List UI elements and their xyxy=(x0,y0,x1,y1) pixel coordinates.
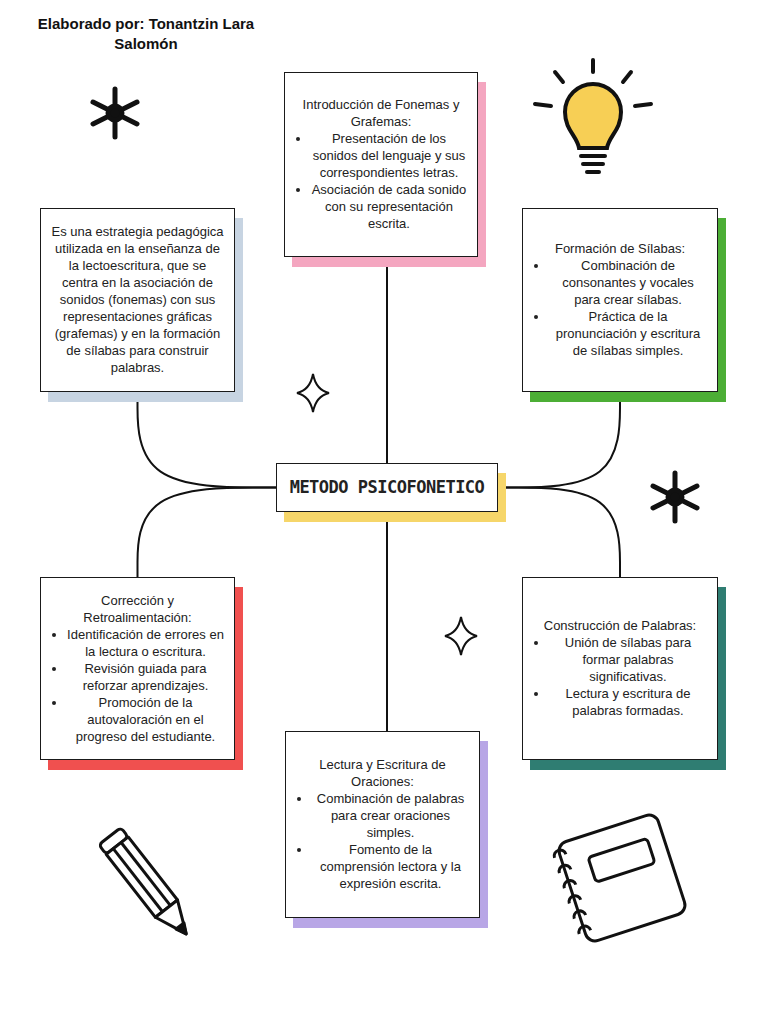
sparkle-icon xyxy=(445,617,477,655)
topic-box: Formación de Sílabas:Combinación de cons… xyxy=(522,208,718,392)
bullet-item: Fomento de la comprensión lectora y la e… xyxy=(312,841,469,892)
author-credit: Elaborado por: Tonantzin Lara Salomón xyxy=(12,14,280,54)
bullet-list: Unión de sílabas para formar palabras si… xyxy=(533,634,707,719)
definition-box: Es una estrategia pedagógica utilizada e… xyxy=(40,208,235,392)
box-heading: Lectura y Escritura de Oraciones: xyxy=(296,756,469,790)
box-text: Es una estrategia pedagógica utilizada e… xyxy=(51,223,224,376)
lightbulb-icon xyxy=(535,60,651,172)
topic-box: Lectura y Escritura de Oraciones:Combina… xyxy=(285,731,480,918)
branch-connector xyxy=(386,512,388,731)
bullet-list: Presentación de los sonidos del lenguaje… xyxy=(295,130,467,232)
asterisk-icon xyxy=(653,473,697,521)
branch-connector xyxy=(498,392,620,488)
box-heading: Construcción de Palabras: xyxy=(533,617,707,634)
box-heading: Introducción de Fonemas y Grafemas: xyxy=(295,96,467,130)
bullet-item: Combinación de consonantes y vocales par… xyxy=(549,257,707,308)
pencil-icon xyxy=(99,828,197,943)
topic-box: Construcción de Palabras:Unión de sílaba… xyxy=(522,577,718,760)
branch-connector xyxy=(386,257,388,463)
bullet-item: Identificación de errores en la lectura … xyxy=(67,626,224,660)
bullet-item: Presentación de los sonidos del lenguaje… xyxy=(311,130,467,181)
bullet-item: Práctica de la pronunciación y escritura… xyxy=(549,308,707,359)
main-title: METODO PSICOFONETICO xyxy=(285,476,489,498)
topic-box: Introducción de Fonemas y Grafemas:Prese… xyxy=(284,72,478,257)
central-box: METODO PSICOFONETICO xyxy=(276,463,498,512)
box-heading: Corrección y Retroalimentación: xyxy=(51,592,224,626)
notebook-icon xyxy=(551,812,688,945)
bullet-item: Lectura y escritura de palabras formadas… xyxy=(549,685,707,719)
bullet-list: Identificación de errores en la lectura … xyxy=(51,626,224,745)
topic-box: Corrección y Retroalimentación:Identific… xyxy=(40,577,235,760)
bullet-item: Unión de sílabas para formar palabras si… xyxy=(549,634,707,685)
branch-connector xyxy=(138,392,277,488)
bullet-item: Combinación de palabras para crear oraci… xyxy=(312,790,469,841)
asterisk-icon xyxy=(93,89,137,137)
bullet-item: Revisión guiada para reforzar aprendizaj… xyxy=(67,660,224,694)
bullet-item: Asociación de cada sonido con su represe… xyxy=(311,181,467,232)
sparkle-icon xyxy=(297,374,329,412)
branch-connector xyxy=(498,488,620,578)
branch-connector xyxy=(138,488,277,578)
bullet-item: Promoción de la autovaloración en el pro… xyxy=(67,694,224,745)
box-heading: Formación de Sílabas: xyxy=(533,240,707,257)
bullet-list: Combinación de consonantes y vocales par… xyxy=(533,257,707,359)
bullet-list: Combinación de palabras para crear oraci… xyxy=(296,790,469,892)
